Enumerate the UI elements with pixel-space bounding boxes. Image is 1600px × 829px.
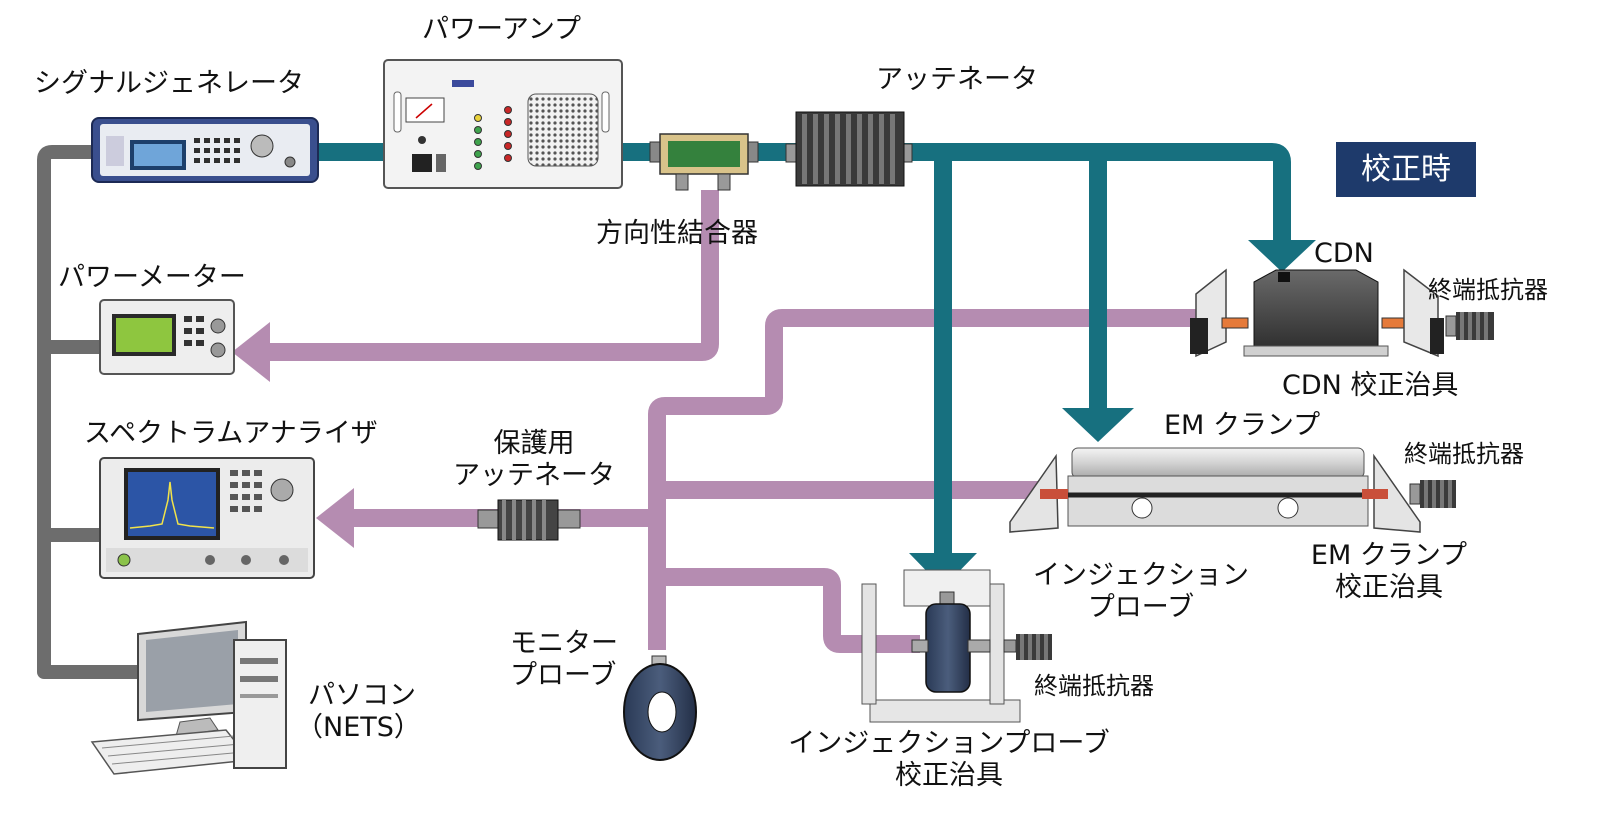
cdn-terminator-label: 終端抵抗器 <box>1428 276 1548 304</box>
cdn-label: CDN <box>1314 238 1374 269</box>
em-clamp-fixture <box>1009 447 1456 533</box>
signal-generator <box>91 117 319 183</box>
em-terminator-label: 終端抵抗器 <box>1404 440 1524 468</box>
injection-probe-label-line2: プローブ <box>1087 592 1195 623</box>
attenuator <box>785 111 913 187</box>
em-fixture-label: EM クランプ 校正治具 <box>1294 540 1484 604</box>
power-amplifier <box>383 59 623 189</box>
calibration-badge: 校正時 <box>1336 142 1476 197</box>
em-fixture-label-line1: EM クランプ <box>1310 540 1468 571</box>
monitor-probe-label: モニター プローブ <box>510 628 618 692</box>
monitor-probe <box>623 655 697 761</box>
monitor-probe-label-line1: モニター <box>510 628 618 659</box>
rf-paths <box>316 143 1291 555</box>
pc-label-line1: パソコン <box>308 680 416 711</box>
injection-probe-label-line1: インジェクション <box>1033 560 1249 591</box>
em-clamp-label: EM クランプ <box>1164 410 1321 441</box>
power-amp-label: パワーアンプ <box>422 14 582 45</box>
cdn-fixture <box>1190 268 1494 358</box>
protection-attenuator <box>477 499 581 541</box>
injection-fixture-label-line1: インジェクションプローブ <box>788 728 1110 759</box>
attenuator-label: アッテネータ <box>876 64 1038 95</box>
em-fixture-label-line2: 校正治具 <box>1335 572 1443 603</box>
protection-attenuator-label-line2: アッテネータ <box>453 460 615 491</box>
measurement-arrowheads <box>232 322 354 548</box>
pc-label-line2: （NETS） <box>296 712 421 743</box>
protection-attenuator-label-line1: 保護用 <box>493 428 575 459</box>
measurement-paths <box>262 190 1200 653</box>
cdn-fixture-label: CDN 校正治具 <box>1282 370 1459 401</box>
control-bus <box>37 145 138 679</box>
protection-attenuator-label: 保護用 アッテネータ <box>444 428 624 492</box>
power-meter-label: パワーメーター <box>58 262 246 293</box>
injection-fixture-label-line2: 校正治具 <box>895 760 1003 791</box>
spectrum-analyzer-label: スペクトラムアナライザ <box>84 418 378 449</box>
injection-probe-label: インジェクション プローブ <box>1018 560 1264 624</box>
pc <box>90 620 287 775</box>
injection-fixture-label: インジェクションプローブ 校正治具 <box>776 728 1122 792</box>
power-meter <box>99 299 235 375</box>
injection-terminator-label: 終端抵抗器 <box>1034 672 1154 700</box>
spectrum-analyzer <box>99 457 315 579</box>
monitor-probe-label-line2: プローブ <box>510 660 617 691</box>
directional-coupler-label: 方向性結合器 <box>596 218 758 249</box>
directional-coupler <box>649 133 759 191</box>
signal-generator-label: シグナルジェネレータ <box>34 68 304 99</box>
pc-label: パソコン （NETS） <box>296 680 421 744</box>
injection-probe-fixture <box>861 569 1052 723</box>
